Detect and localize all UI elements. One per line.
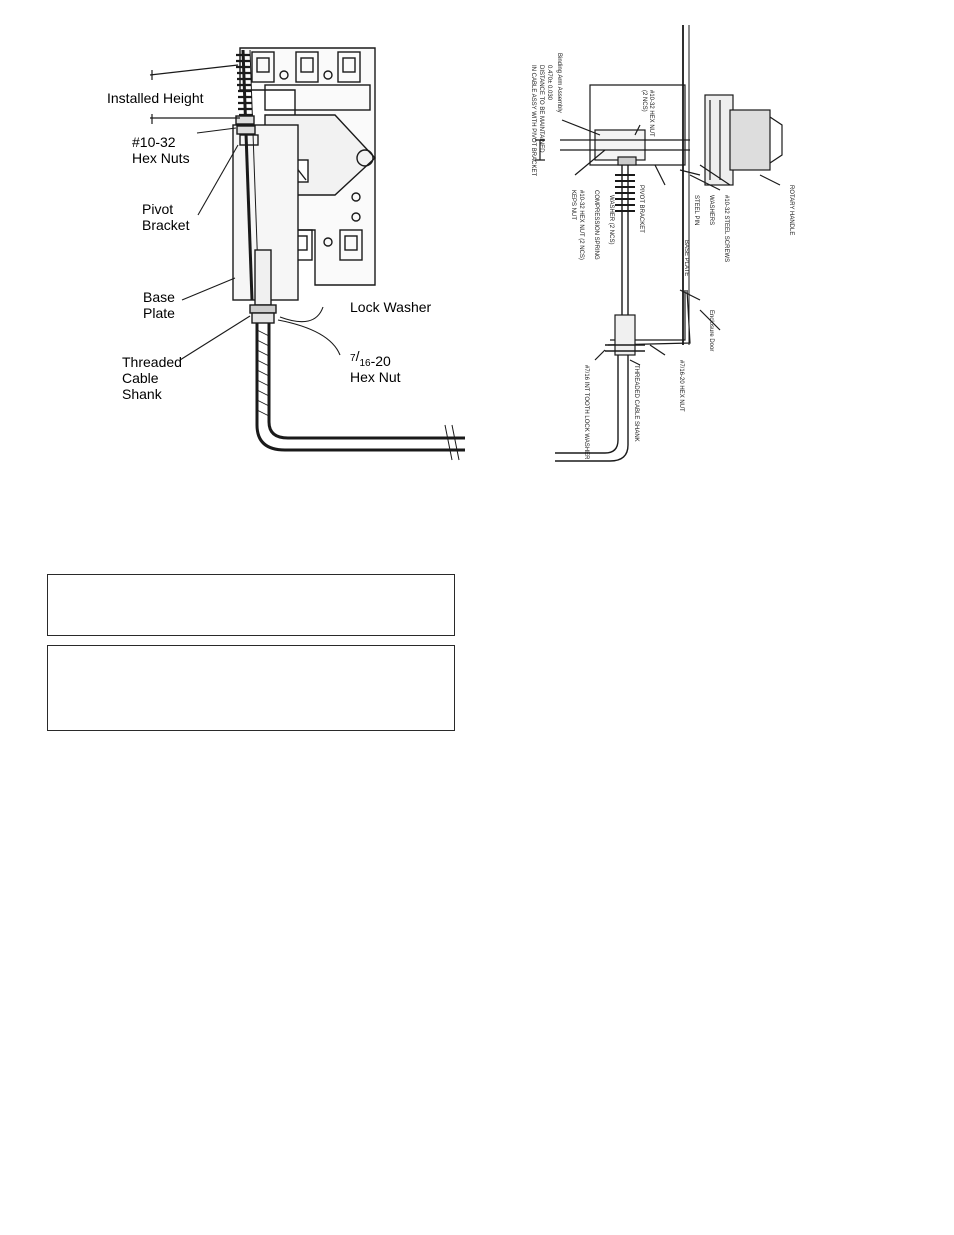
label-washers: WASHERS xyxy=(708,195,714,225)
leader-lines xyxy=(179,127,341,361)
label-hex-nut-7-16: #7/16-20 HEX NUT xyxy=(678,360,684,412)
label-lock-washer: Lock Washer xyxy=(350,299,432,315)
label-pivot-2: Bracket xyxy=(142,217,190,233)
rotated-labels: Binding Arm Assembly 0.470± 0.030 DISTAN… xyxy=(530,53,794,460)
installed-height-marker xyxy=(149,64,240,124)
label-cable-shank: THREADED CABLE SHANK xyxy=(633,365,639,442)
cable-assembly xyxy=(235,49,465,461)
label-base-plate: BASE PLATE xyxy=(683,240,689,276)
label-kep-nut: KEPS NUT xyxy=(570,190,576,220)
label-hex-nut-rest: -20 xyxy=(371,353,391,369)
note-box-1 xyxy=(47,574,455,636)
label-washer-qty: WASHER (2 NCS) xyxy=(608,195,614,244)
assembly-side-view-drawing: Binding Arm Assembly 0.470± 0.030 DISTAN… xyxy=(530,25,794,462)
label-rotary-handle: ROTARY HANDLE xyxy=(788,185,794,235)
label-hex-nut-1: 7/16-20 xyxy=(350,348,391,369)
label-dim-1: 0.470± 0.030 xyxy=(546,65,552,101)
label-hex-nut-10-32: #10-32 HEX NUT xyxy=(648,90,654,137)
label-dim-3: IN CABLE ASSY WITH PIVOT BRACKET xyxy=(530,65,536,176)
cable-mechanism-drawing: Installed Height #10-32 Hex Nuts Pivot B… xyxy=(107,47,465,461)
assembly-side-view-figure: Binding Arm Assembly 0.470± 0.030 DISTAN… xyxy=(500,25,810,465)
note-box-2 xyxy=(47,645,455,731)
label-enclosure-door: Enclosure Door xyxy=(708,310,714,351)
label-hex-nut-sub: 16 xyxy=(359,358,371,369)
label-comp-spring: COMPRESSION SPRING xyxy=(593,190,599,260)
cable-mechanism-figure: Installed Height #10-32 Hex Nuts Pivot B… xyxy=(100,30,470,465)
label-lock-washer-right: #7/16 INT TOOTH LOCK WASHER xyxy=(583,365,589,460)
label-base-2: Plate xyxy=(143,305,175,321)
label-pivot-1: Pivot xyxy=(142,201,173,217)
label-hex-nut-2: Hex Nut xyxy=(350,369,401,385)
label-dim-2: DISTANCE TO BE MAINTAINED xyxy=(538,65,544,153)
label-base-1: Base xyxy=(143,289,175,305)
label-binding-arm: Binding Arm Assembly xyxy=(556,53,562,113)
label-threaded-1: Threaded xyxy=(122,354,182,370)
label-hex-nuts-2: Hex Nuts xyxy=(132,150,190,166)
label-hex-nut-sup: 7 xyxy=(350,353,356,364)
label-hex-nut-qty: (2 NCS) xyxy=(641,90,647,112)
label-screws: #10-32 STEEL SCREWS xyxy=(723,195,729,262)
label-threaded-3: Shank xyxy=(122,386,163,402)
label-threaded-2: Cable xyxy=(122,370,159,386)
label-hex-nuts-1: #10-32 xyxy=(132,134,176,150)
label-installed-height: Installed Height xyxy=(107,90,204,106)
label-pivot-bracket: PIVOT BRACKET xyxy=(638,185,644,233)
label-hex-nut-lower: #10-32 HEX NUT (2 NCS) xyxy=(578,190,584,260)
label-steel-pin: STEEL PIN xyxy=(693,195,699,225)
assembly-geometry xyxy=(535,25,783,462)
